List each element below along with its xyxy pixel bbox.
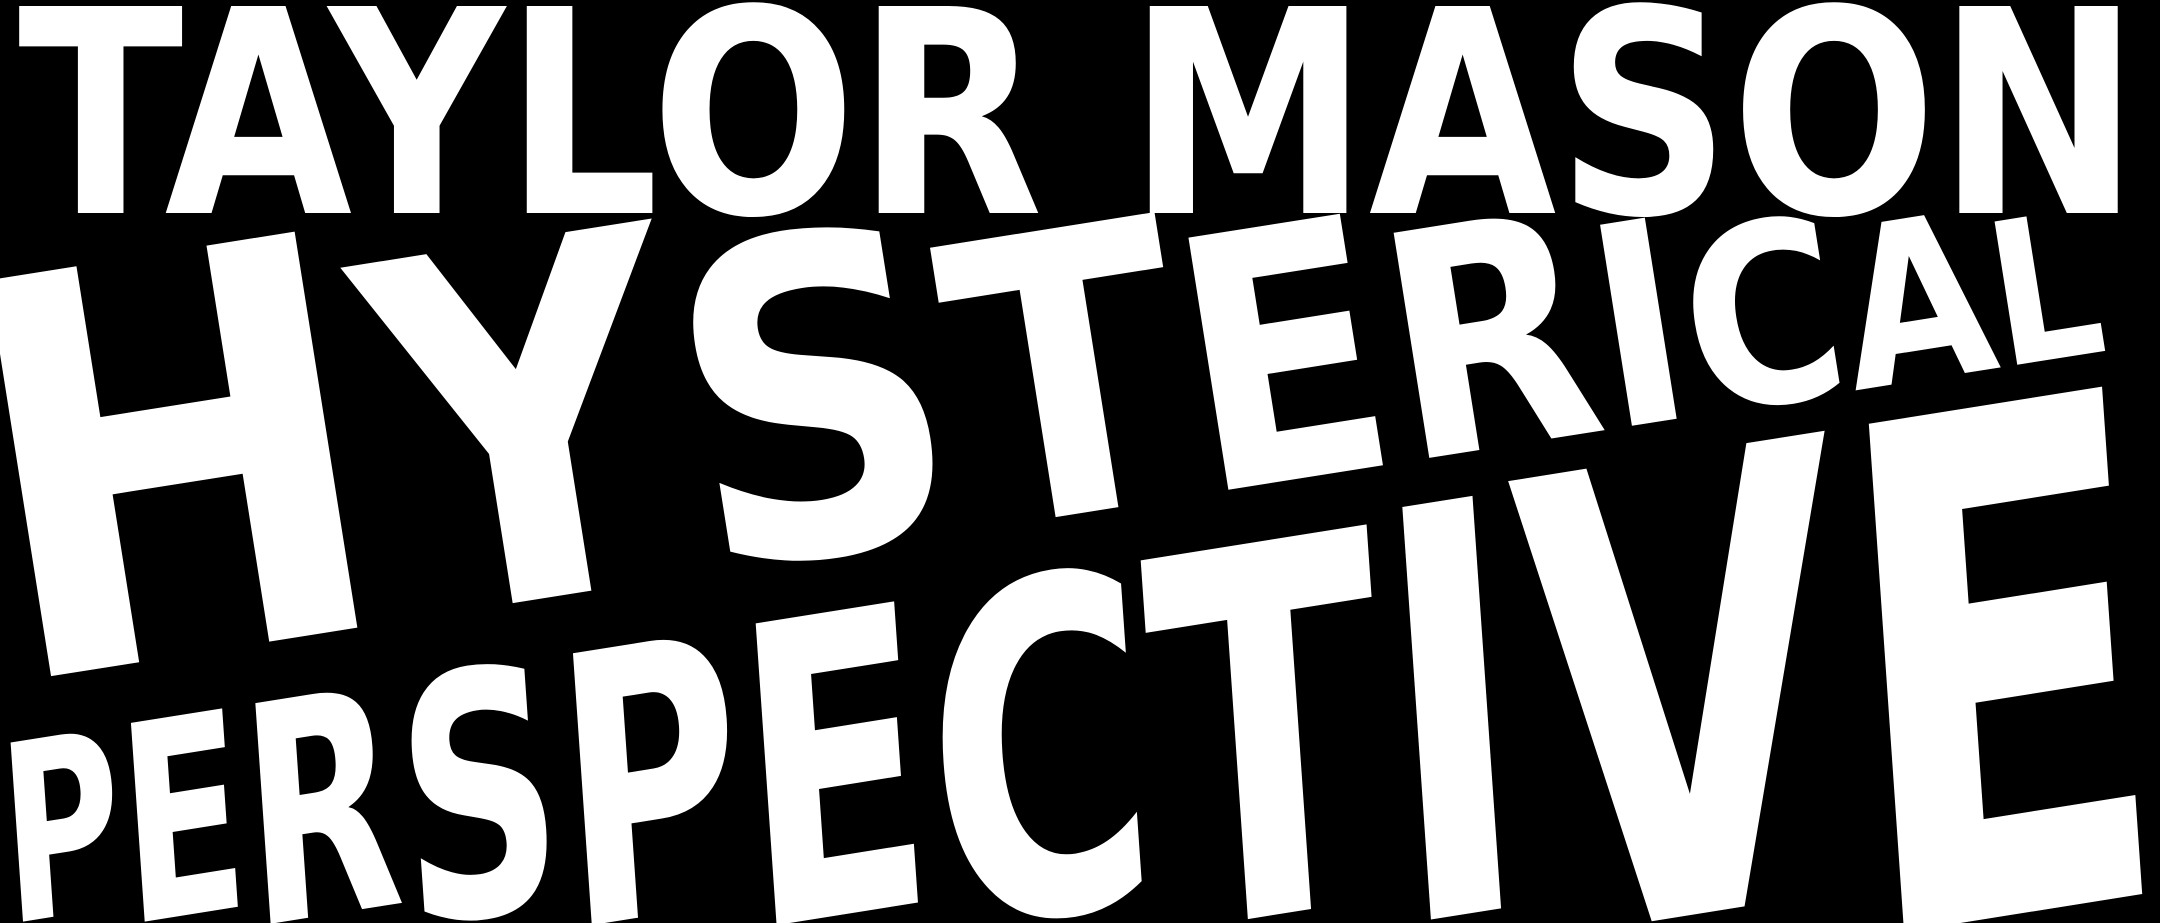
letter: N bbox=[1937, 0, 2140, 280]
letter: P bbox=[545, 554, 756, 923]
artist-name-text: TAYLOR MASON bbox=[18, 0, 2140, 281]
letter: E bbox=[110, 652, 256, 923]
letter: P bbox=[0, 678, 131, 923]
letter: T bbox=[18, 0, 165, 280]
letter: Y bbox=[328, 0, 505, 280]
letter: S bbox=[1556, 0, 1731, 280]
letter: R bbox=[856, 0, 1044, 280]
title-word-perspective: PERSPECTIVE bbox=[0, 242, 2160, 923]
letter: O bbox=[1730, 0, 1938, 280]
letter: O bbox=[650, 0, 857, 280]
letter: L bbox=[504, 0, 651, 280]
letter: S bbox=[386, 589, 573, 923]
letter: E bbox=[1817, 242, 2160, 923]
letter: E bbox=[724, 516, 945, 923]
letter: R bbox=[233, 621, 412, 923]
letter: V bbox=[1497, 305, 1869, 923]
letter: A bbox=[1368, 0, 1557, 280]
letter: C bbox=[910, 469, 1170, 923]
letter: T bbox=[1131, 422, 1403, 923]
letter: A bbox=[164, 0, 329, 280]
letter: M bbox=[1127, 0, 1369, 280]
